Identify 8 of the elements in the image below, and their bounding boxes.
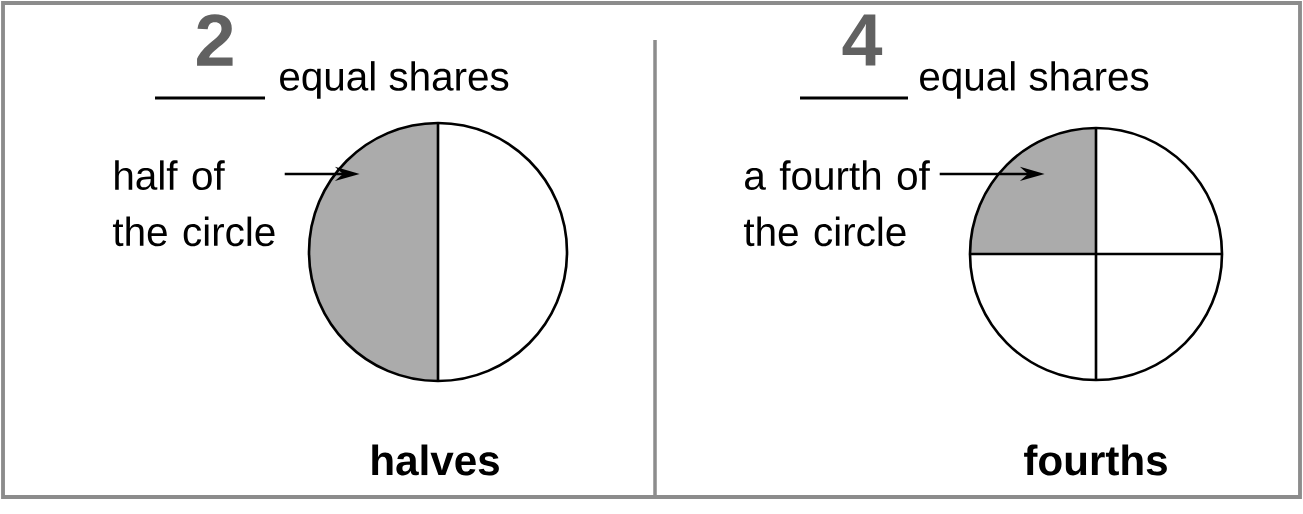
shaded-part: [309, 123, 438, 381]
text-label: a fourth of the circle: [743, 160, 930, 247]
shaded-part: [970, 128, 1096, 254]
traced-number: 4: [842, 14, 883, 66]
text-label: halves: [372, 444, 499, 476]
traced-number: 2: [197, 14, 233, 66]
text-label: fourths: [1024, 444, 1167, 476]
text-label: half of the circle: [112, 160, 275, 247]
